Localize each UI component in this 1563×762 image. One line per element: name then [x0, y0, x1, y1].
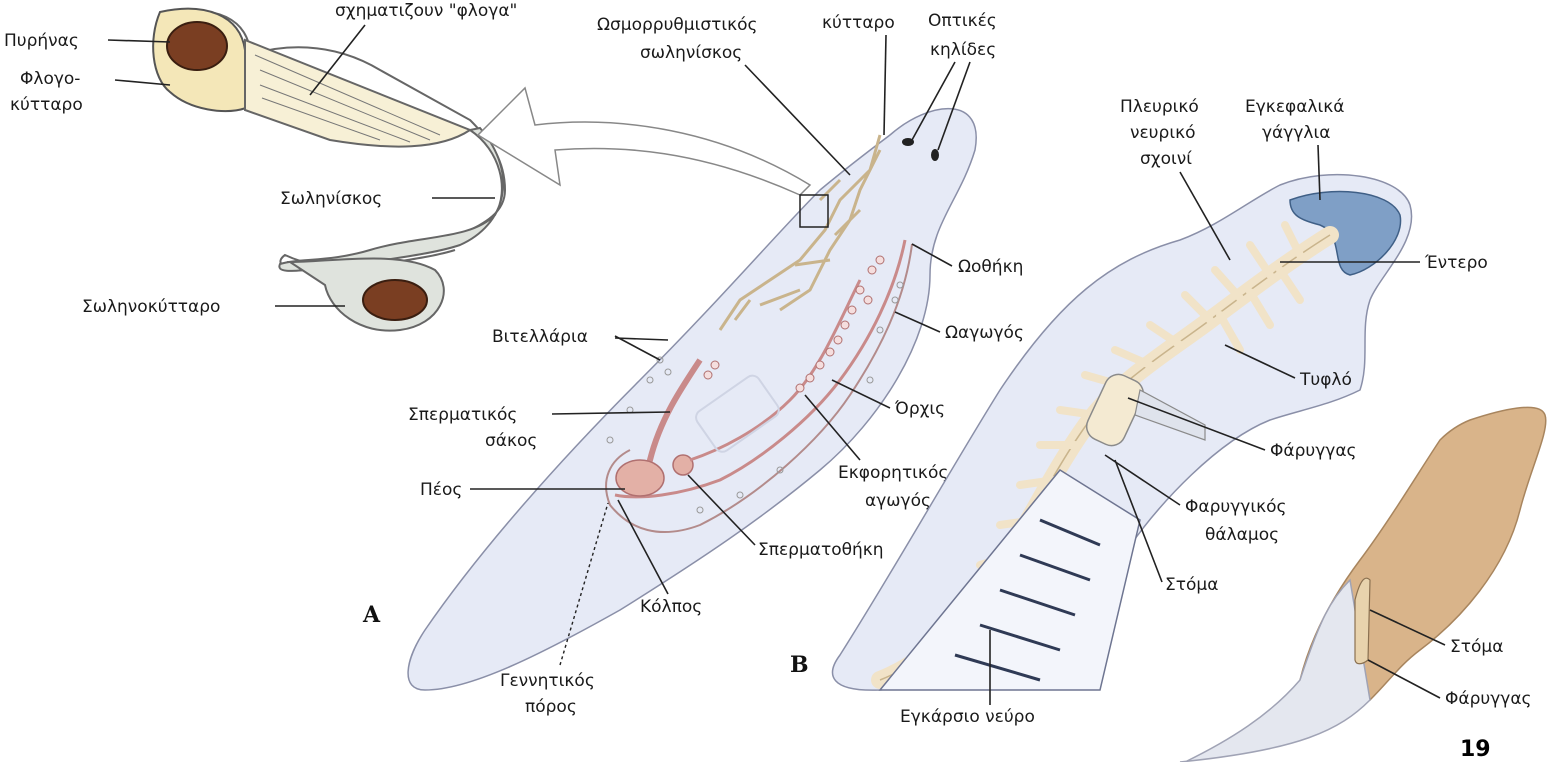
- label-ganglia-2: γάγγλια: [1262, 123, 1330, 143]
- label-vitellaria: Βιτελλάρια: [492, 327, 588, 347]
- label-tubule: Σωληνίσκος: [280, 189, 382, 209]
- penis-bulb: [616, 460, 664, 496]
- label-cecum: Τυφλό: [1299, 370, 1352, 390]
- label-ganglia-1: Εγκεφαλικά: [1245, 97, 1344, 117]
- label-seminal-sac-1: Σπερματικός: [408, 405, 517, 425]
- label-seminal-sac-2: σάκος: [485, 431, 537, 451]
- label-side-pharynx: Φάρυγγας: [1445, 689, 1532, 709]
- flame-cell-nucleus: [167, 22, 227, 70]
- label-tubule-cell: Σωληνοκύτταρο: [82, 297, 220, 317]
- label-penis: Πέος: [420, 480, 462, 500]
- panel-letter-b: B: [790, 652, 809, 678]
- label-vas-1: Εκφορητικός: [838, 463, 948, 483]
- label-flame-cell-2: κύτταρο: [10, 95, 83, 115]
- label-pharynx-b: Φάρυγγας: [1270, 441, 1357, 461]
- label-cell-top: κύτταρο: [822, 13, 895, 33]
- label-eyespots-1: Οπτικές: [928, 11, 997, 31]
- label-ovary: Ωοθήκη: [958, 257, 1023, 277]
- seminal-receptacle: [673, 455, 693, 475]
- label-flame-top: σχηματιζουν "φλογα": [335, 1, 517, 21]
- label-genital-pore-1: Γεννητικός: [500, 671, 595, 691]
- label-mouth-b: Στόμα: [1165, 575, 1218, 595]
- flame-cell-inset: [153, 9, 505, 331]
- label-genital-pore-2: πόρος: [525, 697, 577, 717]
- page-number: 19: [1460, 737, 1491, 762]
- side-body-ventral: [1180, 580, 1370, 762]
- label-osmo-1: Ωσμορρυθμιστικός: [597, 15, 758, 35]
- label-flame-cell-1: Φλογο-: [20, 69, 80, 89]
- label-intestine: Έντερο: [1424, 253, 1488, 273]
- label-osmo-2: σωληνίσκος: [640, 43, 742, 63]
- label-vas-2: αγωγός: [865, 491, 931, 511]
- eyespot-right: [931, 149, 939, 161]
- flame-tube: [245, 40, 470, 147]
- label-lateral-nerve-1: Πλευρικό: [1120, 97, 1199, 117]
- tubule-cell-nucleus: [363, 280, 427, 320]
- magnify-arrow: [478, 88, 810, 195]
- label-eyespots-2: κηλίδες: [930, 40, 996, 60]
- label-lateral-nerve-2: νευρικό: [1130, 123, 1196, 143]
- label-testis: Όρχις: [894, 399, 945, 419]
- side-pharynx: [1355, 578, 1370, 664]
- label-side-mouth: Στόμα: [1450, 637, 1503, 657]
- label-oviduct: Ωαγωγός: [945, 323, 1024, 343]
- label-lateral-nerve-3: σχοινί: [1140, 149, 1192, 169]
- label-seminal-receptacle: Σπερματοθήκη: [758, 540, 884, 560]
- label-chamber-1: Φαρυγγικός: [1185, 497, 1287, 517]
- label-nucleus: Πυρήνας: [4, 31, 79, 51]
- leader-cell-top: [884, 35, 886, 135]
- label-transverse-nerve: Εγκάρσιο νεύρο: [900, 707, 1035, 727]
- panel-letter-a: A: [362, 602, 381, 628]
- label-chamber-2: θάλαμος: [1205, 525, 1279, 545]
- label-vagina: Κόλπος: [640, 597, 702, 617]
